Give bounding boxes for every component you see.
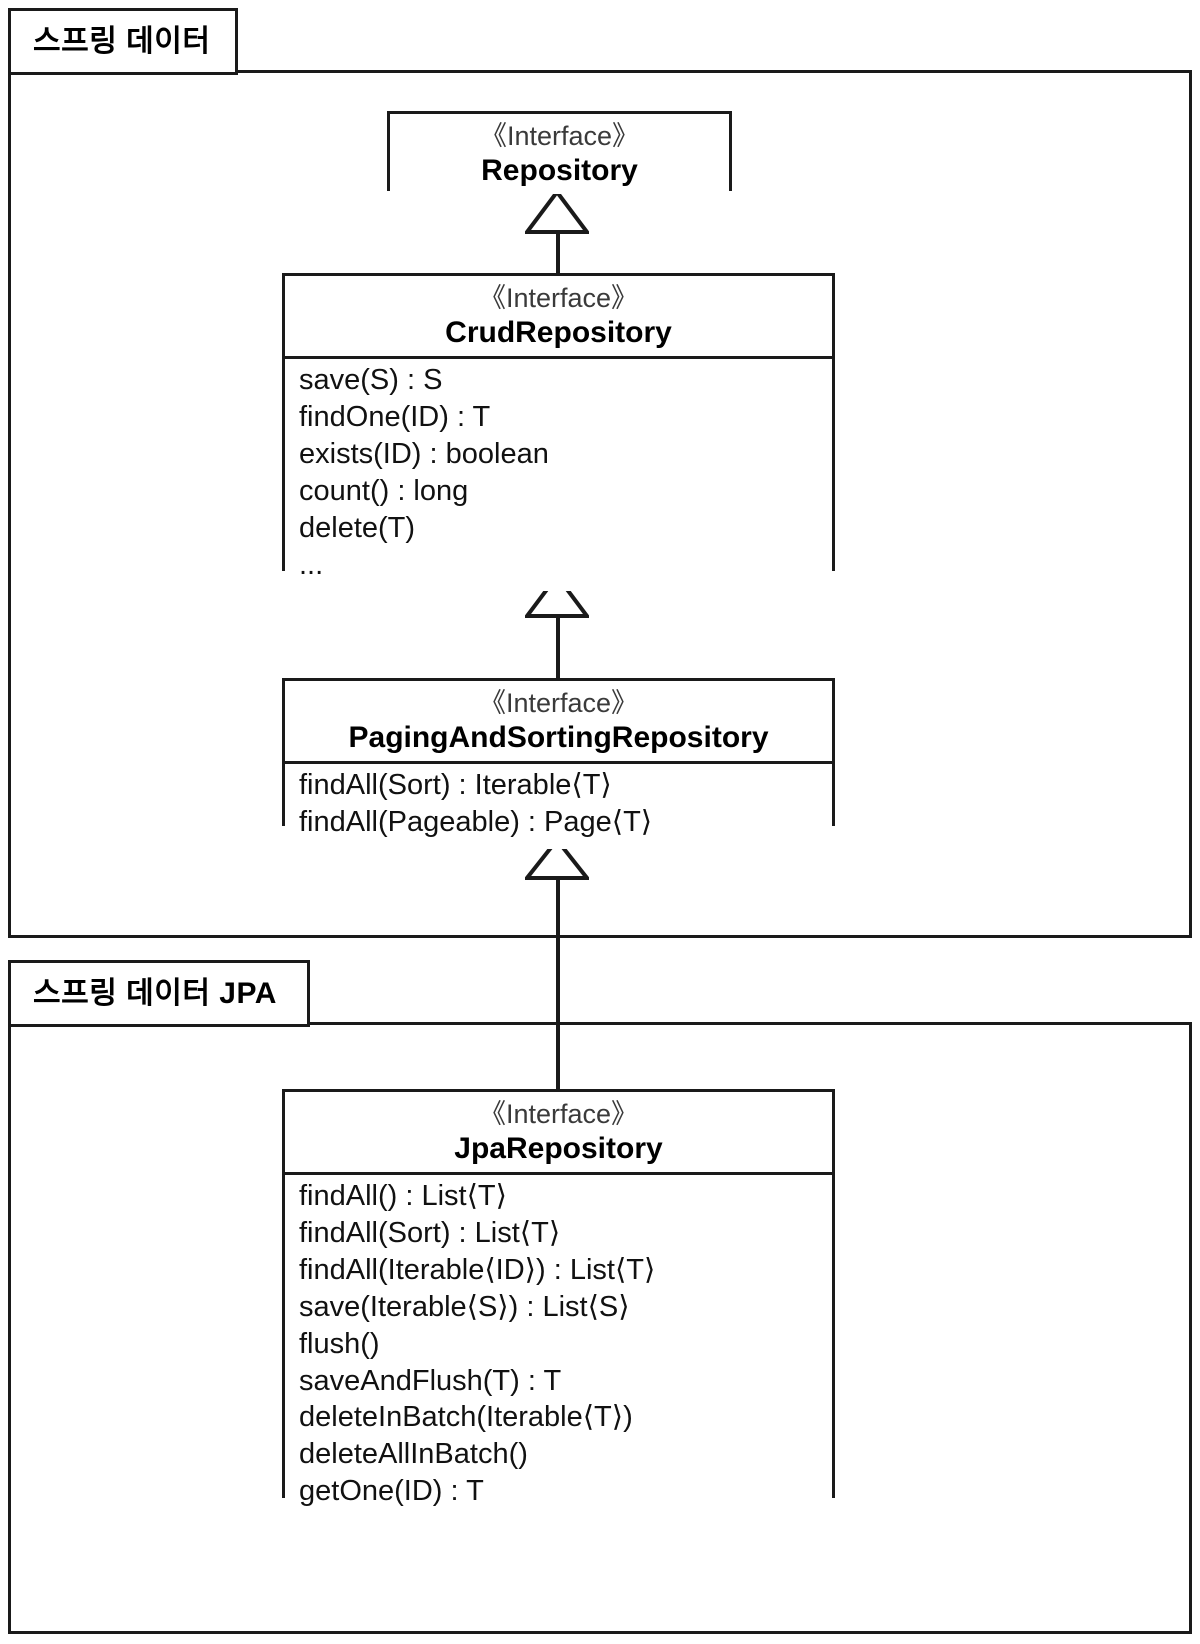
- class-stereotype-repository: 《Interface》: [479, 121, 640, 151]
- class-member: findOne(ID) : T: [299, 401, 491, 434]
- class-member: findAll(Iterable⟨ID⟩) : List⟨T⟩: [299, 1254, 656, 1287]
- generalization-line-paging-to-crud: [556, 614, 560, 679]
- class-header-jpa-repository: 《Interface》 JpaRepository: [285, 1092, 832, 1176]
- class-name-repository: Repository: [481, 154, 638, 188]
- class-box-jpa-repository[interactable]: 《Interface》 JpaRepository findAll() : Li…: [282, 1089, 835, 1518]
- generalization-arrowhead-crud-to-repository: [525, 190, 589, 234]
- class-member: save(Iterable⟨S⟩) : List⟨S⟩: [299, 1290, 630, 1323]
- class-members-crud-repository: save(S) : S findOne(ID) : T exists(ID) :…: [285, 359, 832, 592]
- class-members-jpa-repository: findAll() : List⟨T⟩ findAll(Sort) : List…: [285, 1175, 832, 1518]
- class-box-paging-and-sorting-repository[interactable]: 《Interface》 PagingAndSortingRepository f…: [282, 678, 835, 850]
- class-member: delete(T): [299, 511, 416, 544]
- class-member: count() : long: [299, 474, 469, 507]
- class-member: findAll() : List⟨T⟩: [299, 1180, 507, 1213]
- package-tab-spring-data: 스프링 데이터: [8, 8, 238, 75]
- class-header-crud-repository: 《Interface》 CrudRepository: [285, 276, 832, 360]
- class-box-repository[interactable]: 《Interface》 Repository: [387, 111, 732, 195]
- class-member: findAll(Sort) : List⟨T⟩: [299, 1217, 561, 1250]
- class-header-paging-and-sorting-repository: 《Interface》 PagingAndSortingRepository: [285, 681, 832, 765]
- generalization-arrowhead-jpa-to-paging: [525, 838, 589, 880]
- class-members-paging-and-sorting-repository: findAll(Sort) : Iterable⟨T⟩ findAll(Page…: [285, 764, 832, 850]
- class-member: findAll(Sort) : Iterable⟨T⟩: [299, 769, 612, 802]
- package-frame-spring-data: [8, 70, 1192, 938]
- package-frame-spring-data-jpa: [8, 1022, 1192, 1634]
- package-tab-spring-data-jpa: 스프링 데이터 JPA: [8, 960, 310, 1027]
- class-stereotype-crud-repository: 《Interface》: [478, 283, 639, 313]
- class-member: exists(ID) : boolean: [299, 438, 549, 471]
- class-stereotype-jpa-repository: 《Interface》: [478, 1099, 639, 1129]
- class-name-jpa-repository: JpaRepository: [454, 1132, 663, 1166]
- class-member: flush(): [299, 1327, 380, 1360]
- class-member: ...: [299, 548, 324, 581]
- generalization-line-jpa-to-paging: [556, 876, 560, 1092]
- class-member: deleteAllInBatch(): [299, 1438, 528, 1471]
- package-label-spring-data-jpa: 스프링 데이터 JPA: [33, 976, 277, 1010]
- generalization-arrowhead-paging-to-crud: [525, 574, 589, 618]
- class-member: deleteInBatch(Iterable⟨T⟩): [299, 1401, 633, 1434]
- class-member: save(S) : S: [299, 364, 443, 397]
- class-stereotype-paging-and-sorting-repository: 《Interface》: [478, 688, 639, 718]
- class-member: saveAndFlush(T) : T: [299, 1364, 562, 1397]
- class-name-paging-and-sorting-repository: PagingAndSortingRepository: [348, 721, 769, 755]
- class-member: findAll(Pageable) : Page⟨T⟩: [299, 806, 653, 839]
- class-member: getOne(ID) : T: [299, 1475, 484, 1508]
- class-header-repository: 《Interface》 Repository: [390, 114, 729, 195]
- class-box-crud-repository[interactable]: 《Interface》 CrudRepository save(S) : S f…: [282, 273, 835, 592]
- package-label-spring-data: 스프링 데이터: [33, 24, 211, 58]
- class-name-crud-repository: CrudRepository: [445, 316, 672, 350]
- generalization-line-crud-to-repository: [556, 232, 560, 277]
